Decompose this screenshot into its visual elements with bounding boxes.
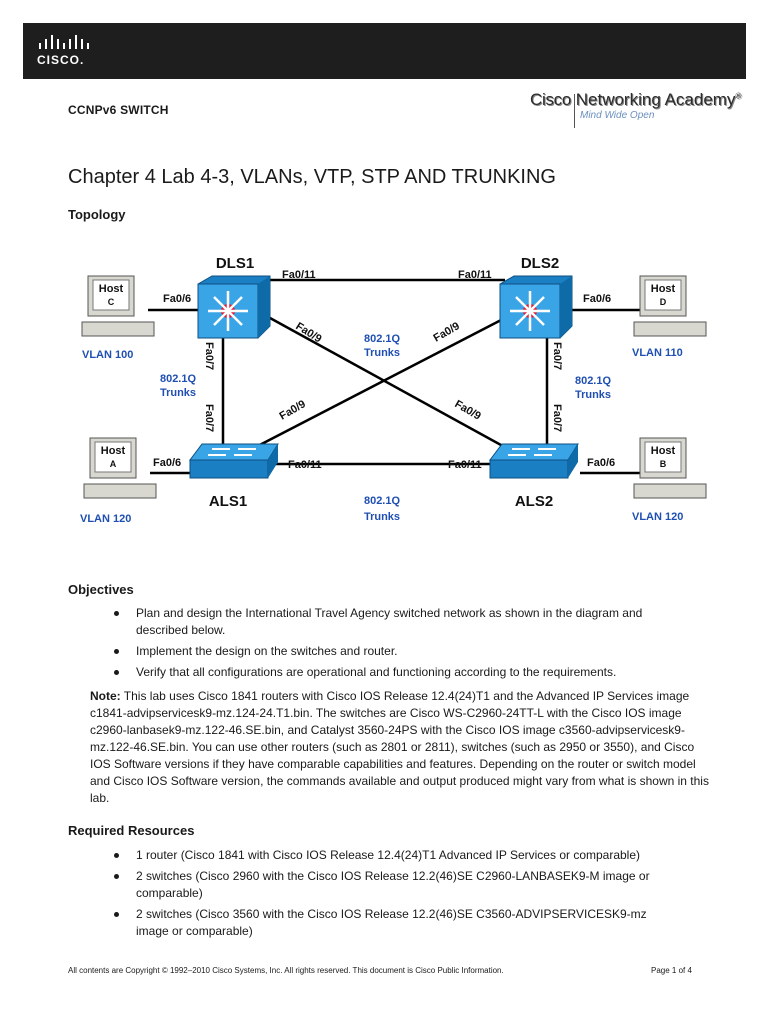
port-als1-fa0-9: Fa0/9 (278, 398, 308, 422)
resource-item: 1 router (Cisco 1841 with Cisco IOS Rele… (110, 847, 680, 864)
academy-logo: Cisco Networking Academy® Mind Wide Open (530, 90, 750, 130)
objectives-list: Plan and design the International Travel… (110, 605, 680, 685)
trunk-label-right-1: 802.1Q (575, 375, 612, 387)
host-c-label-1: Host (99, 283, 124, 295)
host-a-label-2: A (110, 459, 117, 469)
port-als1-fa0-11: Fa0/11 (288, 459, 322, 471)
host-b-label-2: B (660, 459, 667, 469)
host-b-icon[interactable] (633, 437, 707, 499)
link-dls1-als2 (269, 316, 511, 452)
device-label-als2: ALS2 (515, 493, 553, 510)
vlan-label-host-b: VLAN 120 (632, 511, 683, 523)
port-dls2-fa0-9: Fa0/9 (432, 320, 462, 344)
bullet-icon (114, 912, 119, 917)
host-d-icon[interactable] (633, 275, 707, 337)
host-d-label-1: Host (651, 283, 676, 295)
host-b-label-1: Host (651, 445, 676, 457)
host-c-icon[interactable] (81, 275, 155, 337)
topology-heading: Topology (68, 207, 126, 222)
academy-divider (574, 94, 575, 128)
academy-name-rest: Networking Academy (575, 90, 736, 109)
port-dls2-fa0-7: Fa0/7 (551, 342, 563, 370)
academy-name-cisco: Cisco (530, 90, 572, 109)
port-dls1-fa0-9: Fa0/9 (293, 320, 323, 345)
device-label-dls2: DLS2 (521, 255, 559, 272)
port-als1-fa0-6: Fa0/6 (153, 457, 181, 469)
device-label-dls1: DLS1 (216, 255, 254, 272)
vlan-label-host-c: VLAN 100 (82, 349, 133, 361)
trunk-label-left-2: Trunks (160, 387, 196, 399)
trunk-label-bottom-2: Trunks (364, 511, 400, 523)
cisco-wordmark: CISCO. (37, 53, 85, 67)
vlan-label-host-a: VLAN 120 (80, 513, 131, 525)
header-banner: CISCO. (23, 23, 746, 79)
footer-copyright: All contents are Copyright © 1992–2010 C… (68, 966, 504, 975)
port-als1-fa0-7: Fa0/7 (203, 404, 215, 432)
als1-switch-icon[interactable] (189, 443, 279, 479)
vlan-label-host-d: VLAN 110 (632, 347, 683, 359)
note-paragraph: Note: This lab uses Cisco 1841 routers w… (90, 688, 710, 807)
host-a-icon[interactable] (83, 437, 157, 499)
port-dls2-fa0-11: Fa0/11 (458, 269, 492, 281)
academy-tagline: Mind Wide Open (580, 110, 655, 121)
resources-heading: Required Resources (68, 823, 195, 838)
port-als2-fa0-7: Fa0/7 (551, 404, 563, 432)
objective-item: Verify that all configurations are opera… (110, 664, 680, 681)
footer-page-number: Page 1 of 4 (651, 966, 692, 975)
bullet-icon (114, 874, 119, 879)
port-dls2-fa0-6: Fa0/6 (583, 293, 611, 305)
bullet-icon (114, 649, 119, 654)
note-label: Note: (90, 689, 121, 703)
trunk-label-bottom-1: 802.1Q (364, 495, 401, 507)
port-als2-fa0-9: Fa0/9 (453, 398, 483, 422)
port-als2-fa0-6: Fa0/6 (587, 457, 615, 469)
dls1-switch-icon[interactable] (197, 275, 271, 339)
page-title: Chapter 4 Lab 4-3, VLANs, VTP, STP AND T… (68, 166, 556, 188)
trunk-label-right-2: Trunks (575, 389, 611, 401)
host-a-label-1: Host (101, 445, 126, 457)
objectives-heading: Objectives (68, 582, 134, 597)
host-d-label-2: D (660, 297, 667, 307)
objective-item: Implement the design on the switches and… (110, 643, 680, 660)
topology-diagram: Host C Host D Host A Host B VLAN 100 VLA… (80, 255, 707, 525)
objective-item: Plan and design the International Travel… (110, 605, 680, 639)
bullet-icon (114, 853, 119, 858)
trunk-label-center-1: 802.1Q (364, 333, 401, 345)
port-dls1-fa0-7: Fa0/7 (203, 342, 215, 370)
als2-switch-icon[interactable] (489, 443, 579, 479)
course-name: CCNPv6 SWITCH (68, 103, 169, 117)
cisco-logo: CISCO. (37, 35, 97, 71)
bullet-icon (114, 670, 119, 675)
device-label-als1: ALS1 (209, 493, 247, 510)
resources-list: 1 router (Cisco 1841 with Cisco IOS Rele… (110, 847, 680, 944)
dls2-switch-icon[interactable] (499, 275, 573, 339)
resource-item: 2 switches (Cisco 2960 with the Cisco IO… (110, 868, 680, 902)
port-dls1-fa0-6: Fa0/6 (163, 293, 191, 305)
cisco-bars-icon (39, 35, 89, 49)
host-c-label-2: C (108, 297, 115, 307)
note-text: This lab uses Cisco 1841 routers with Ci… (90, 689, 709, 805)
trunk-label-left-1: 802.1Q (160, 373, 197, 385)
trunk-label-center-2: Trunks (364, 347, 400, 359)
academy-name: Cisco Networking Academy® (530, 90, 742, 109)
port-dls1-fa0-11: Fa0/11 (282, 269, 316, 281)
link-dls2-als1 (249, 316, 506, 452)
bullet-icon (114, 611, 119, 616)
resource-item: 2 switches (Cisco 3560 with the Cisco IO… (110, 906, 680, 940)
port-als2-fa0-11: Fa0/11 (448, 459, 482, 471)
